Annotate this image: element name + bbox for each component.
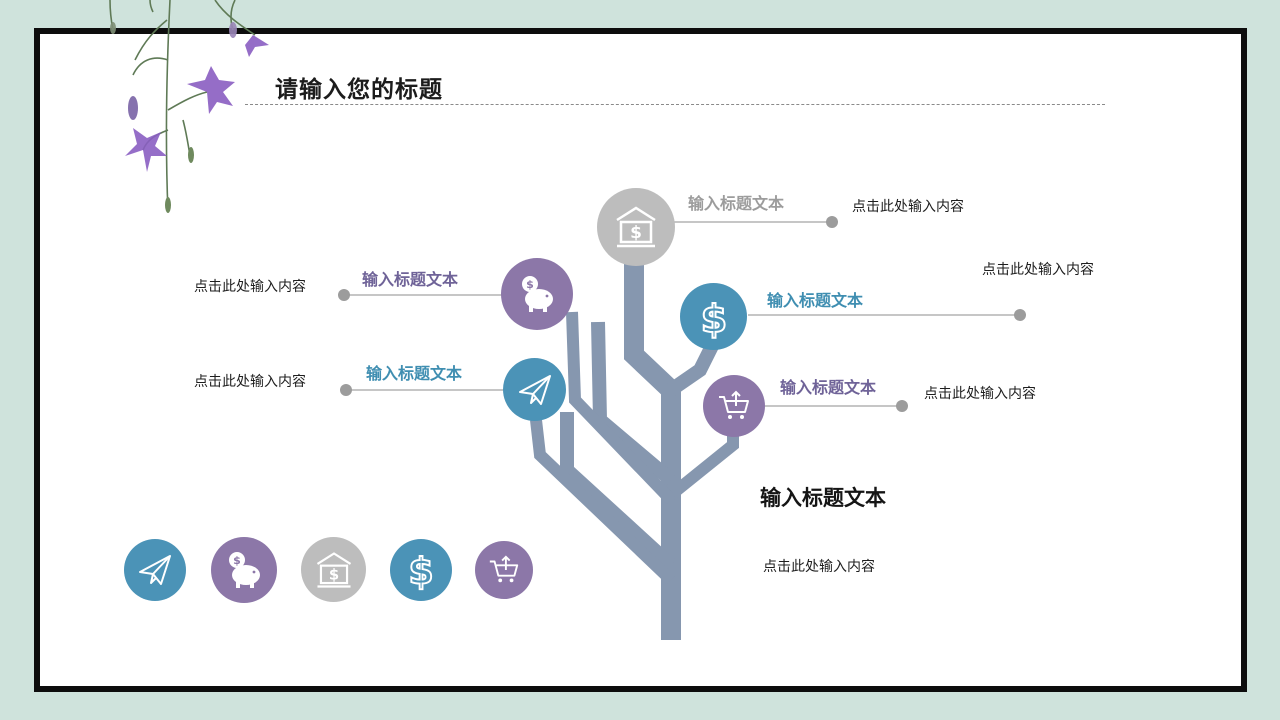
shopping-cart-node-label: 输入标题文本 [780, 378, 877, 397]
svg-text:$: $ [630, 223, 642, 243]
paper-plane-icon [518, 374, 551, 405]
tree-branch [530, 419, 676, 585]
legend-bank: $ [301, 537, 366, 602]
dollar-node-desc[interactable]: 点击此处输入内容 [982, 262, 1094, 278]
tree-trunk [624, 255, 681, 640]
dollar-node-label: 输入标题文本 [767, 291, 864, 310]
paper-plane-node-desc[interactable]: 点击此处输入内容 [194, 374, 306, 390]
tree-branch [667, 336, 722, 396]
piggy-bank-node-label: 输入标题文本 [362, 270, 459, 289]
bank-icon: $ [616, 206, 656, 248]
svg-text:$: $ [526, 278, 534, 291]
legend-paper-plane [124, 539, 186, 601]
piggy-bank-icon: $ [522, 276, 553, 312]
summary-desc[interactable]: 点击此处输入内容 [763, 559, 875, 575]
bank-icon: $ [316, 551, 351, 588]
shopping-cart-node-desc[interactable]: 点击此处输入内容 [924, 386, 1036, 402]
svg-text:$: $ [408, 551, 433, 591]
legend-shopping-cart [475, 541, 533, 599]
connector-dot [1014, 309, 1026, 321]
legend-piggy-bank: $ [211, 537, 277, 603]
dollar-icon: $ [699, 296, 727, 339]
flower-decoration-icon [109, 0, 269, 213]
piggy-bank-node[interactable]: $ [501, 258, 573, 330]
piggy-bank-node-desc[interactable]: 点击此处输入内容 [194, 279, 306, 295]
shopping-cart-icon [489, 555, 519, 583]
paper-plane-node[interactable] [503, 358, 566, 421]
dollar-node[interactable]: $ [680, 283, 747, 350]
connector-dot [896, 400, 908, 412]
legend-dollar: $ [390, 539, 452, 601]
connector-lines [344, 221, 1020, 407]
connector-dot [826, 216, 838, 228]
bank-node-label: 输入标题文本 [688, 194, 785, 213]
shopping-cart-icon [719, 390, 749, 419]
svg-text:$: $ [700, 297, 726, 339]
summary-title: 输入标题文本 [760, 486, 886, 510]
tree-branch [560, 412, 676, 571]
svg-text:$: $ [233, 554, 241, 567]
connector-dot [338, 289, 350, 301]
tree-branch [566, 311, 676, 505]
title-divider [245, 104, 1105, 105]
svg-text:$: $ [328, 566, 338, 583]
bank-node[interactable]: $ [597, 188, 675, 266]
bank-node-desc[interactable]: 点击此处输入内容 [852, 199, 964, 215]
connector-dot [340, 384, 352, 396]
paper-plane-icon [139, 555, 171, 585]
page-title: 请输入您的标题 [275, 77, 443, 103]
piggy-bank-icon: $ [229, 552, 260, 588]
shopping-cart-node[interactable] [703, 375, 765, 437]
dollar-icon: $ [407, 550, 434, 591]
paper-plane-node-label: 输入标题文本 [366, 364, 463, 383]
